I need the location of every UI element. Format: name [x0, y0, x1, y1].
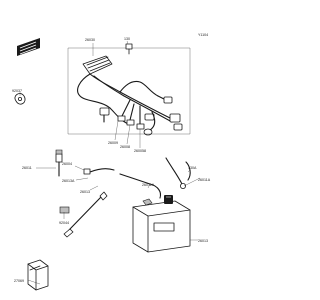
label-lead-b: 26011A: [198, 178, 211, 182]
brand-logo: [17, 38, 40, 56]
clamp-part: [14, 93, 26, 105]
terminal-cap: [59, 206, 70, 214]
label-cable-left: 26004: [62, 162, 72, 166]
right-lead: [165, 157, 191, 189]
label-terminal-cap: 92044: [59, 221, 69, 225]
label-boot-cover: 27069: [14, 279, 24, 283]
cable-left: [83, 168, 115, 175]
battery: [132, 195, 191, 253]
bolt-top: [125, 43, 133, 55]
label-cable-left-c: 26013: [80, 190, 90, 194]
junction-lead: [55, 149, 63, 177]
parts-diagram: Y1104: [12, 33, 211, 291]
main-harness: [77, 55, 183, 136]
label-bolt-right: 130A: [188, 166, 197, 170]
label-lead-a: 26011A: [142, 183, 155, 187]
label-junction-lead: 26011: [22, 166, 32, 170]
label-battery: 26013: [198, 239, 208, 243]
boot-cover: [27, 259, 49, 291]
label-harness-branch-c: 260058: [134, 149, 146, 153]
negative-cable: [63, 191, 108, 238]
label-clamp: 92037: [12, 89, 22, 93]
harness-callout-box: [67, 47, 191, 135]
label-bolt-top: 130: [124, 37, 130, 41]
label-cable-left-b: 26013A: [62, 179, 75, 183]
label-main-harness: 26030: [85, 38, 95, 42]
label-harness-branch-b: 26008: [120, 145, 130, 149]
label-harness-branch-a: 26009: [108, 141, 118, 145]
positive-cable: [119, 173, 162, 199]
diagram-ref-number: Y1104: [198, 33, 208, 37]
